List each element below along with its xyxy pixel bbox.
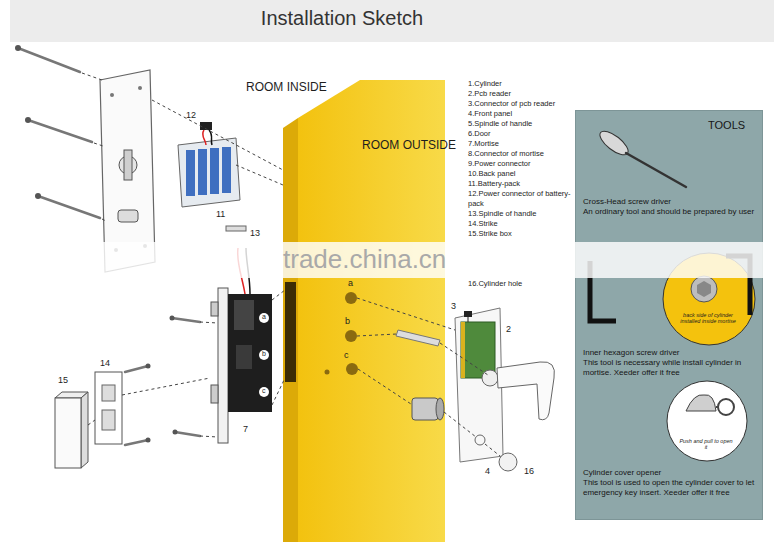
tools-illustration bbox=[576, 111, 764, 521]
callout-number: 12 bbox=[186, 110, 196, 121]
parts-list-item: 12.Power connector of battery-pack bbox=[468, 189, 572, 209]
parts-list-item: 2.Pcb reader bbox=[468, 89, 572, 99]
room-label: ROOM OUTSIDE bbox=[362, 138, 456, 152]
parts-list-item: 13.Spindle of handle bbox=[468, 209, 572, 219]
cylinder bbox=[412, 398, 444, 420]
callout-number: 14 bbox=[100, 358, 110, 369]
room-label: ROOM INSIDE bbox=[246, 80, 327, 94]
strike bbox=[95, 372, 122, 444]
watermark: trade.china.cn bbox=[283, 245, 446, 274]
parts-list-item: 15.Strike box bbox=[468, 229, 572, 239]
hole-letter: b bbox=[345, 316, 350, 327]
back-panel bbox=[100, 70, 155, 272]
cylinder-cap bbox=[499, 453, 517, 471]
hole-letter: a bbox=[348, 278, 353, 289]
front-panel bbox=[455, 308, 554, 462]
tool-note: This tool is necessary while install cyl… bbox=[583, 358, 759, 377]
parts-list-item: 10.Back panel bbox=[468, 169, 572, 179]
parts-list-item: 14.Strike bbox=[468, 219, 572, 229]
callout-number: 15 bbox=[58, 375, 68, 386]
connector-letter: c bbox=[262, 387, 266, 395]
spindle bbox=[396, 330, 440, 346]
parts-list-item: 16.Cylinder hole bbox=[468, 279, 522, 288]
tool-name: Inner hexagon screw driver bbox=[583, 348, 680, 358]
tool-note: This tool is used to open the cylinder c… bbox=[583, 478, 759, 497]
parts-list-item: 4.Front panel bbox=[468, 109, 572, 119]
assembly-lines bbox=[82, 73, 500, 456]
parts-list-item: 8.Connector of mortise bbox=[468, 149, 572, 159]
picture-note: back side of cylinder installed inside m… bbox=[677, 312, 739, 325]
connector-letter: a bbox=[262, 313, 266, 321]
parts-list-item: 5.Spindle of handle bbox=[468, 119, 572, 129]
battery-pack bbox=[178, 122, 240, 207]
screws bbox=[18, 48, 200, 445]
callout-number: 7 bbox=[243, 424, 248, 435]
tools-heading: TOOLS bbox=[708, 119, 745, 132]
callout-number: 13 bbox=[250, 228, 260, 239]
parts-list-item: 1.Cylinder bbox=[468, 79, 572, 89]
callout-number: 11 bbox=[216, 209, 225, 220]
parts-list-item: 3.Connector of pcb reader bbox=[468, 99, 572, 109]
callout-number: 16 bbox=[524, 466, 534, 477]
tool-name: Cross-Head screw driver bbox=[583, 197, 671, 207]
picture-note: Push and pull to open it bbox=[678, 438, 734, 451]
tool-name: Cylinder cover opener bbox=[583, 468, 661, 478]
mortise bbox=[211, 248, 272, 443]
hole-letter: c bbox=[344, 350, 349, 361]
spindle bbox=[226, 226, 246, 231]
callout-number: 4 bbox=[485, 466, 490, 477]
callout-number: 2 bbox=[506, 324, 511, 335]
title-band bbox=[10, 0, 774, 42]
parts-list-item: 7.Mortise bbox=[468, 139, 572, 149]
tool-note: An ordinary tool and should be prepared … bbox=[583, 207, 759, 217]
tools-panel: TOOLS Cross-Head screw driverAn ordinary … bbox=[575, 110, 763, 520]
page-title: Installation Sketch bbox=[142, 6, 542, 30]
connector-letter: b bbox=[262, 350, 266, 358]
parts-list-item: 11.Battery-pack bbox=[468, 179, 572, 189]
strike-box bbox=[55, 392, 88, 468]
parts-list-item: 9.Power connector bbox=[468, 159, 572, 169]
parts-list: 1.Cylinder2.Pcb reader3.Connector of pcb… bbox=[468, 79, 572, 239]
callout-number: 3 bbox=[451, 301, 456, 312]
parts-list-item: 6.Door bbox=[468, 129, 572, 139]
